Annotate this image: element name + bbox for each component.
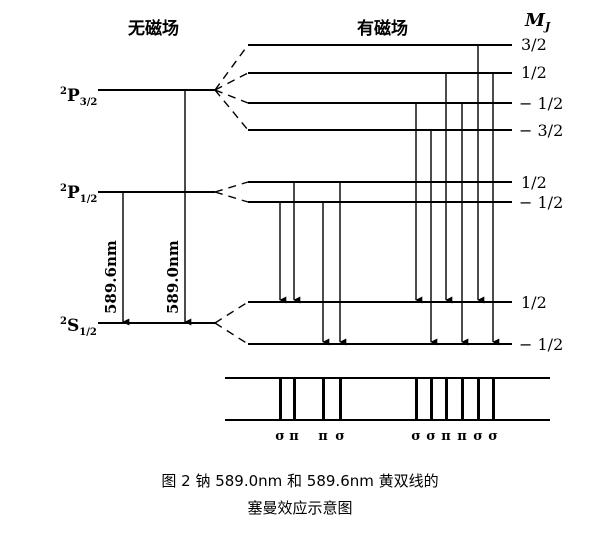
split-levels bbox=[248, 44, 512, 345]
mj-value: 3/2 bbox=[521, 35, 547, 54]
mj-main: M bbox=[524, 10, 546, 31]
mj-value: − 1/2 bbox=[519, 193, 563, 212]
spectrum-line bbox=[461, 379, 464, 420]
level-p32-main: P bbox=[67, 86, 80, 106]
mj-header: MJ bbox=[524, 10, 551, 33]
mj-value: − 1/2 bbox=[519, 94, 563, 113]
level-p32-label: 2P3/2 bbox=[60, 86, 97, 108]
mj-value: − 3/2 bbox=[519, 121, 563, 140]
wavelength-d1-label: 589.6nm bbox=[102, 240, 120, 314]
spectrum-line bbox=[477, 379, 480, 420]
split-transitions bbox=[279, 45, 500, 346]
level-p12-main: P bbox=[67, 183, 80, 203]
mj-value: − 1/2 bbox=[519, 335, 563, 354]
polarization-label: π bbox=[457, 429, 467, 444]
spectrum-strip bbox=[225, 377, 550, 421]
polarization-label: σ bbox=[411, 429, 421, 444]
level-p12-sup: 2 bbox=[60, 183, 67, 194]
with-field-label: 有磁场 bbox=[357, 18, 408, 39]
spectrum-line bbox=[445, 379, 448, 420]
level-p12-sub: 1/2 bbox=[80, 194, 98, 205]
level-p12-label: 2P1/2 bbox=[60, 183, 97, 205]
spectrum-line bbox=[293, 379, 296, 420]
spectrum-line bbox=[415, 379, 418, 420]
spectrum-line bbox=[492, 379, 495, 420]
polarization-label: σ bbox=[335, 429, 345, 444]
spectrum-line bbox=[322, 379, 325, 420]
spectrum-line bbox=[430, 379, 433, 420]
mj-value: 1/2 bbox=[521, 63, 547, 82]
mj-value: 1/2 bbox=[521, 173, 547, 192]
caption-line-1: 图 2 钠 589.0nm 和 589.6nm 黄双线的 bbox=[161, 472, 438, 490]
level-p32-sup: 2 bbox=[60, 86, 67, 97]
split-connectors bbox=[214, 44, 249, 345]
no-field-label: 无磁场 bbox=[127, 18, 179, 39]
level-p32-sub: 3/2 bbox=[80, 97, 98, 108]
polarization-label: π bbox=[441, 429, 451, 444]
spectrum-line bbox=[339, 379, 342, 420]
level-s12-main: S bbox=[67, 316, 79, 336]
polarization-label: π bbox=[318, 429, 328, 444]
caption-line-2: 塞曼效应示意图 bbox=[247, 499, 352, 517]
mj-value: 1/2 bbox=[521, 293, 547, 312]
spectrum-line bbox=[279, 379, 282, 420]
mj-values: 3/2 1/2 − 1/2 − 3/2 1/2 − 1/2 1/2 − 1/2 bbox=[519, 35, 563, 354]
polarization-labels: σ π π σ σ σ π π σ σ bbox=[275, 429, 498, 444]
polarization-label: σ bbox=[426, 429, 436, 444]
polarization-label: σ bbox=[473, 429, 483, 444]
wavelength-d2-label: 589.0nm bbox=[164, 240, 182, 314]
polarization-label: σ bbox=[275, 429, 285, 444]
level-s12-label: 2S1/2 bbox=[60, 316, 97, 338]
mj-sub: J bbox=[543, 20, 551, 33]
level-s12-sup: 2 bbox=[60, 316, 67, 327]
polarization-label: π bbox=[289, 429, 299, 444]
level-s12-sub: 1/2 bbox=[79, 327, 97, 338]
polarization-label: σ bbox=[488, 429, 498, 444]
